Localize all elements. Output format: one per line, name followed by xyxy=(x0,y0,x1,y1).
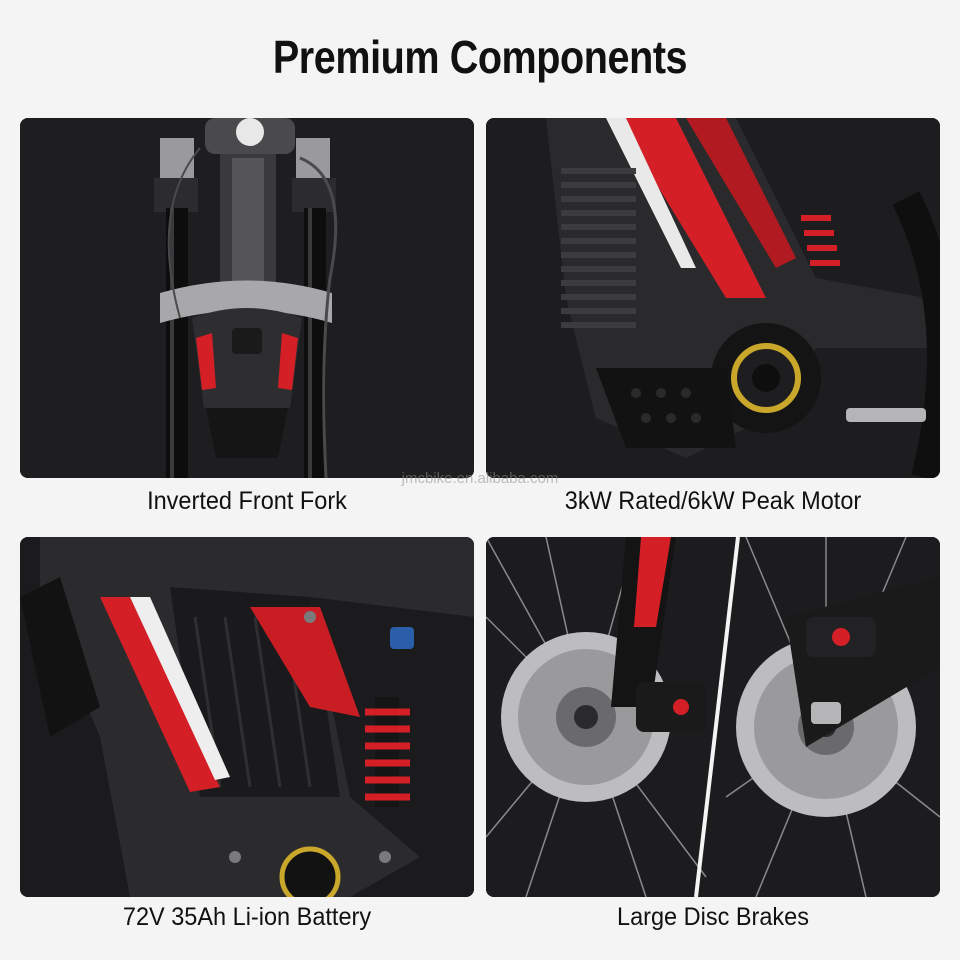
brakes-caption: Large Disc Brakes xyxy=(617,903,809,931)
disc-brakes-photo xyxy=(486,537,940,897)
battery-photo xyxy=(20,537,474,897)
battery-caption: 72V 35Ah Li-ion Battery xyxy=(122,903,372,931)
page-title: Premium Components xyxy=(272,31,688,83)
motor-caption: 3kW Rated/6kW Peak Motor xyxy=(564,487,862,515)
watermark: jmcbike.en.alibaba.com xyxy=(401,470,559,487)
front-fork-photo xyxy=(20,118,474,478)
fork-caption: Inverted Front Fork xyxy=(147,487,347,515)
motor-photo xyxy=(486,118,940,478)
